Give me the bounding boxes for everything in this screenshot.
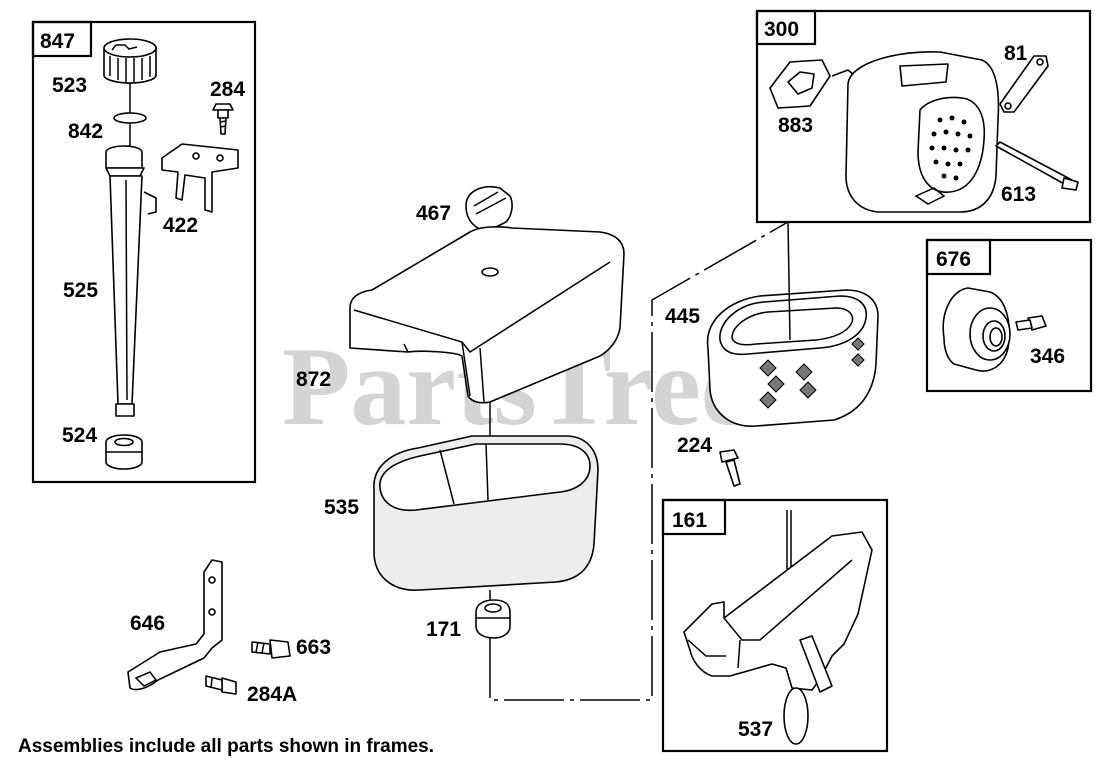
part-300-muffler[interactable] xyxy=(831,50,1000,213)
part-524-grommet[interactable] xyxy=(105,434,143,470)
part-284A-screw[interactable] xyxy=(205,675,237,695)
label-224: 224 xyxy=(677,434,712,457)
label-422: 422 xyxy=(163,214,198,237)
part-676-flange[interactable] xyxy=(942,287,1011,372)
frame-676: 676 xyxy=(925,238,1093,393)
part-613-stud[interactable] xyxy=(995,141,1079,191)
label-535: 535 xyxy=(324,496,359,519)
part-161-base[interactable] xyxy=(683,510,873,745)
label-171: 171 xyxy=(426,618,461,641)
label-467: 467 xyxy=(416,202,451,225)
part-224-screw[interactable] xyxy=(719,449,741,487)
part-883-gasket[interactable] xyxy=(769,59,831,109)
label-445: 445 xyxy=(665,305,700,328)
frame-847-label: 847 xyxy=(40,30,75,53)
part-535-pre-filter[interactable] xyxy=(373,435,599,604)
part-842-o-ring[interactable] xyxy=(113,112,147,124)
label-537: 537 xyxy=(738,718,773,741)
part-525-tube[interactable] xyxy=(105,145,157,417)
label-842: 842 xyxy=(68,120,103,143)
guide-lines xyxy=(489,221,791,701)
label-646: 646 xyxy=(130,612,165,635)
label-523: 523 xyxy=(52,74,87,97)
label-525: 525 xyxy=(63,279,98,302)
label-872: 872 xyxy=(296,368,331,391)
part-81-lock-plate[interactable] xyxy=(999,55,1049,113)
part-284-screw[interactable] xyxy=(212,103,234,135)
part-171-grommet[interactable] xyxy=(475,599,511,639)
part-663-bolt[interactable] xyxy=(251,639,291,659)
label-524: 524 xyxy=(62,424,97,447)
label-663: 663 xyxy=(296,636,331,659)
label-81: 81 xyxy=(1004,42,1028,65)
part-422-bracket[interactable] xyxy=(161,143,239,213)
label-613: 613 xyxy=(1001,183,1036,206)
footnote: Assemblies include all parts shown in fr… xyxy=(18,736,434,757)
frame-300-label: 300 xyxy=(764,18,799,41)
part-646-bracket[interactable] xyxy=(127,559,223,691)
label-883: 883 xyxy=(778,114,813,137)
frame-300: 300 xyxy=(755,9,1092,224)
part-872-cover[interactable] xyxy=(349,226,625,440)
label-284A: 284A xyxy=(247,683,297,706)
frame-676-label: 676 xyxy=(936,248,971,271)
label-284: 284 xyxy=(210,78,245,101)
part-346-bolt[interactable] xyxy=(1015,315,1047,331)
frame-161-label: 161 xyxy=(672,509,707,532)
part-523-cap[interactable] xyxy=(103,38,157,150)
frame-161: 161 xyxy=(661,498,889,753)
part-445-filter[interactable] xyxy=(706,289,879,427)
frame-847: 847 xyxy=(31,20,257,484)
label-346: 346 xyxy=(1030,345,1065,368)
